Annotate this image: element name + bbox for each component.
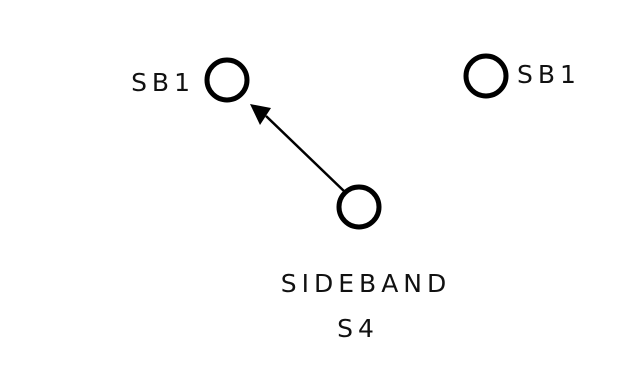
sb1-right-contact: [463, 53, 509, 99]
sideband-s4-contact: [336, 184, 382, 230]
switch-arm-line: [265, 115, 347, 194]
switch-arm-arrowhead: [250, 104, 271, 125]
sb1-right-label: SB1: [517, 60, 581, 89]
sideband-label-line2: S4: [337, 314, 379, 343]
sideband-label-line1: SIDEBAND: [281, 269, 452, 298]
sb1-left-contact: [204, 57, 250, 103]
sb1-left-label: SB1: [131, 68, 195, 97]
